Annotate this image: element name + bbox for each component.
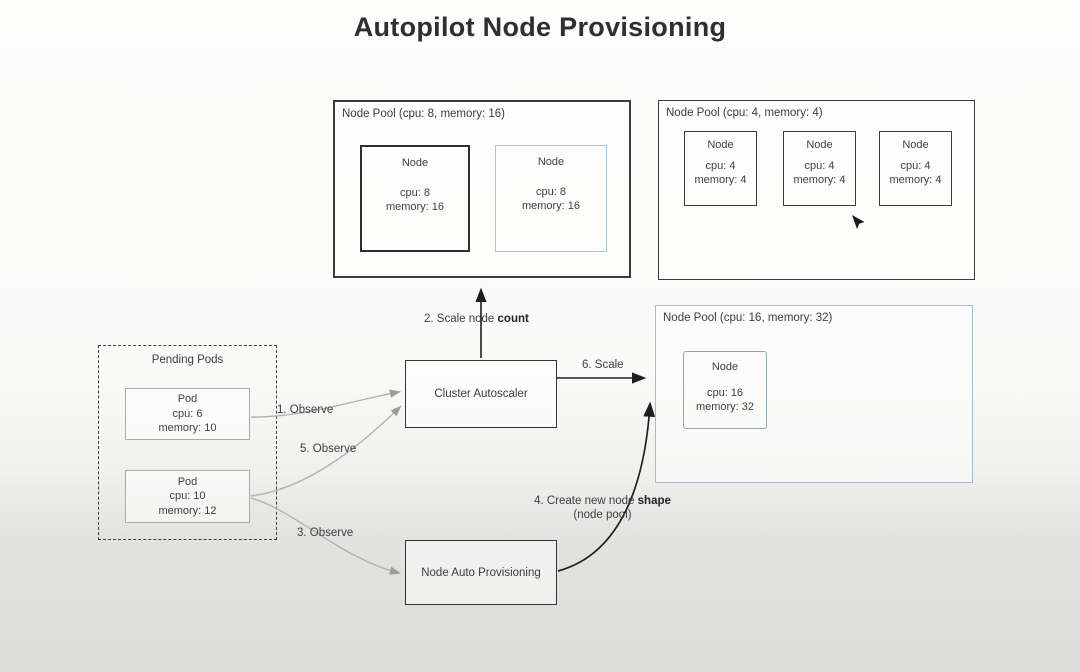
node-box: Node cpu: 4 memory: 4 (879, 131, 952, 206)
node-auto-provisioning-box: Node Auto Provisioning (405, 540, 557, 605)
arrow-create-node-shape (557, 401, 656, 572)
node-cpu: cpu: 8 (536, 186, 566, 198)
node-auto-provisioning-label: Node Auto Provisioning (421, 566, 541, 579)
pod-memory: memory: 12 (158, 504, 217, 517)
node-pool-4-4: Node Pool (cpu: 4, memory: 4) Node cpu: … (658, 100, 975, 280)
node-memory: memory: 4 (793, 174, 846, 186)
pending-pods-title: Pending Pods (151, 354, 224, 366)
node-name: Node (902, 139, 929, 151)
node-memory: memory: 4 (889, 174, 942, 186)
label-scale-node-count: 2. Scale node count (424, 313, 529, 325)
page-title: Autopilot Node Provisioning (353, 12, 727, 42)
pod-name: Pod (177, 393, 198, 406)
node-box: Node cpu: 8 memory: 16 (360, 145, 470, 252)
label-observe-3: 3. Observe (297, 527, 354, 539)
node-cpu: cpu: 16 (706, 387, 744, 399)
node-cpu: cpu: 8 (400, 187, 430, 199)
pod-box: Pod cpu: 10 memory: 12 (125, 470, 250, 523)
label-scale-6: 6. Scale (582, 359, 624, 371)
node-pool-label: Node Pool (cpu: 8, memory: 16) (342, 108, 505, 120)
node-cpu: cpu: 4 (705, 160, 736, 172)
node-name: Node (537, 156, 565, 168)
node-memory: memory: 32 (695, 401, 755, 413)
label-observe-1: 1. Observe (277, 404, 334, 416)
pod-cpu: cpu: 6 (172, 407, 203, 420)
label-node-pool-sub: (node pool) (573, 509, 632, 521)
pod-cpu: cpu: 10 (169, 490, 206, 503)
node-name: Node (707, 139, 734, 151)
node-pool-16-32: Node Pool (cpu: 16, memory: 32) Node cpu… (655, 305, 973, 483)
node-memory: memory: 16 (385, 201, 445, 213)
node-box-highlighted: Node cpu: 8 memory: 16 (495, 145, 607, 252)
node-box: Node cpu: 4 memory: 4 (684, 131, 757, 206)
cluster-autoscaler-box: Cluster Autoscaler (405, 360, 557, 428)
label-observe-5: 5. Observe (300, 443, 357, 455)
node-pool-8-16: Node Pool (cpu: 8, memory: 16) Node cpu:… (333, 100, 631, 278)
node-cpu: cpu: 4 (804, 160, 835, 172)
node-box: Node cpu: 16 memory: 32 (683, 351, 767, 429)
pod-name: Pod (177, 475, 198, 488)
node-memory: memory: 4 (694, 174, 747, 186)
node-memory: memory: 16 (521, 200, 581, 212)
cluster-autoscaler-label: Cluster Autoscaler (434, 388, 528, 400)
node-cpu: cpu: 4 (900, 160, 931, 172)
pod-memory: memory: 10 (158, 422, 217, 435)
label-create-node-shape: 4. Create new node shape (node pool) (534, 495, 671, 521)
node-name: Node (401, 157, 429, 169)
node-box: Node cpu: 4 memory: 4 (783, 131, 856, 206)
pod-box: Pod cpu: 6 memory: 10 (125, 388, 250, 440)
node-name: Node (711, 361, 739, 373)
node-name: Node (806, 139, 833, 151)
node-pool-label: Node Pool (cpu: 4, memory: 4) (666, 107, 823, 119)
node-pool-label: Node Pool (cpu: 16, memory: 32) (663, 312, 833, 324)
